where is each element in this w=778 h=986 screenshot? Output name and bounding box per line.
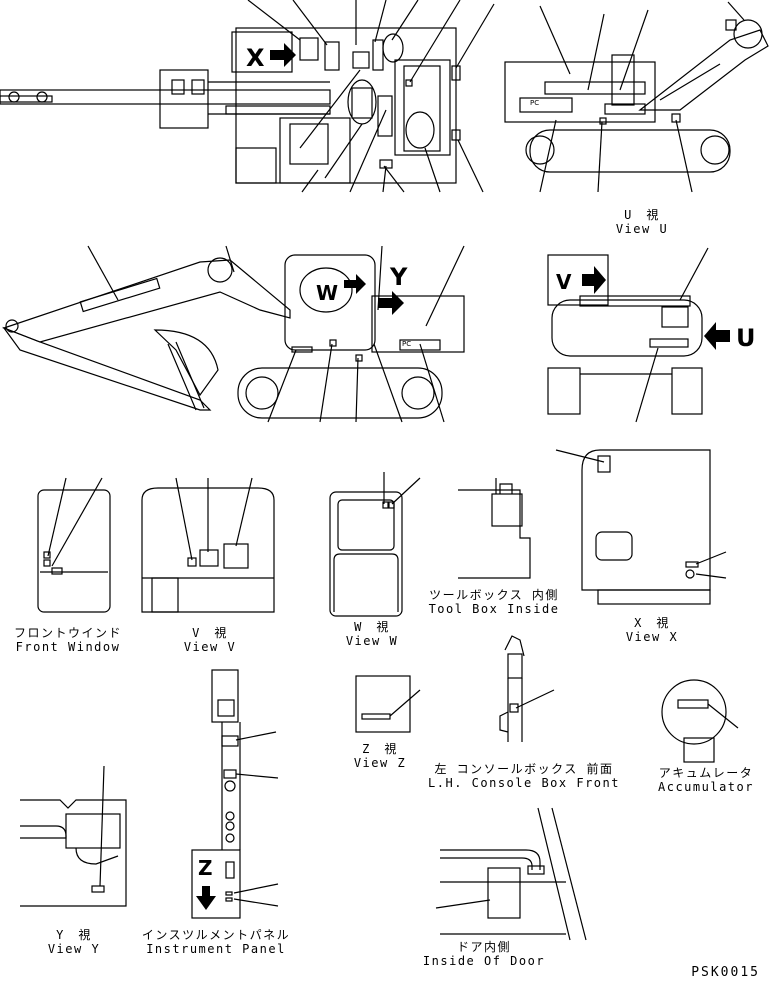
drawing-code: PSK0015 (691, 965, 760, 980)
label-accumulator-jp: アキュムレータ (658, 766, 754, 780)
label-instrument-panel: インスツルメントパネル Instrument Panel (142, 928, 290, 956)
label-accumulator-en: Accumulator (658, 780, 754, 794)
toolbox-drawing (458, 478, 531, 579)
top-view-excavator (0, 0, 495, 193)
label-view-w-en: View W (345, 634, 399, 648)
pc-decal-rear: PC (530, 99, 540, 107)
label-view-u: U 視 View U (616, 208, 668, 236)
label-tool-box: ツールボックス 内側 Tool Box Inside (429, 588, 560, 616)
label-console-box: 左 コンソールボックス 前面 L.H. Console Box Front (428, 762, 620, 790)
label-console-box-en: L.H. Console Box Front (428, 776, 620, 790)
label-front-window-jp: フロントウインド (13, 626, 123, 640)
label-view-x-jp: X 視 (634, 616, 670, 630)
instrument-panel-drawing (191, 669, 279, 919)
label-view-w: W 視 View W (346, 620, 398, 648)
label-view-x: X 視 View X (626, 616, 678, 644)
view-marker-y: Y (390, 263, 408, 291)
label-inside-door-en: Inside Of Door (422, 954, 546, 968)
label-console-box-jp: 左 コンソールボックス 前面 (434, 762, 614, 776)
label-front-window: フロントウインド Front Window (14, 626, 122, 654)
label-view-w-jp: W 視 (354, 620, 390, 634)
view-marker-z: Z (198, 856, 213, 880)
label-tool-box-jp: ツールボックス 内側 (429, 588, 559, 602)
rear-view-excavator (504, 1, 769, 193)
label-view-v: V 視 View V (184, 626, 236, 654)
view-v-drawing (141, 477, 275, 613)
view-x-drawing (555, 449, 727, 605)
view-marker-v: V (556, 270, 572, 294)
label-inside-door-jp: ドア内側 (456, 940, 511, 954)
view-z-drawing (355, 675, 421, 733)
label-front-window-en: Front Window (15, 640, 121, 654)
door-drawing (435, 807, 587, 941)
view-w-drawing (329, 472, 421, 617)
side-view-excavator (2, 245, 465, 423)
label-view-z-jp: Z 視 (362, 742, 398, 756)
label-instrument-panel-jp: インスツルメントパネル (141, 928, 291, 942)
view-marker-w: W (316, 281, 339, 305)
label-view-y-en: View Y (47, 942, 101, 956)
rear-view-u (547, 247, 730, 423)
label-instrument-panel-en: Instrument Panel (146, 942, 286, 956)
label-view-z-en: View Z (353, 756, 407, 770)
view-y-drawing (20, 765, 127, 907)
view-marker-u: U (736, 324, 756, 352)
front-window-drawing (37, 477, 111, 613)
label-accumulator: アキュムレータ Accumulator (658, 766, 754, 794)
label-view-y-jp: Y 視 (56, 928, 92, 942)
label-view-v-en: View V (183, 640, 237, 654)
accumulator-drawing (661, 679, 739, 763)
label-tool-box-en: Tool Box Inside (428, 602, 560, 616)
label-view-z: Z 視 View Z (354, 742, 406, 770)
label-view-u-jp: U 視 (624, 208, 660, 222)
label-view-v-jp: V 視 (192, 626, 228, 640)
label-inside-door: ドア内側 Inside Of Door (423, 940, 545, 968)
label-view-y: Y 視 View Y (48, 928, 100, 956)
label-view-x-en: View X (625, 630, 679, 644)
view-marker-x: X (246, 44, 265, 72)
console-box-drawing (499, 635, 555, 742)
pc-decal-side: PC (402, 340, 412, 348)
label-view-u-en: View U (615, 222, 669, 236)
